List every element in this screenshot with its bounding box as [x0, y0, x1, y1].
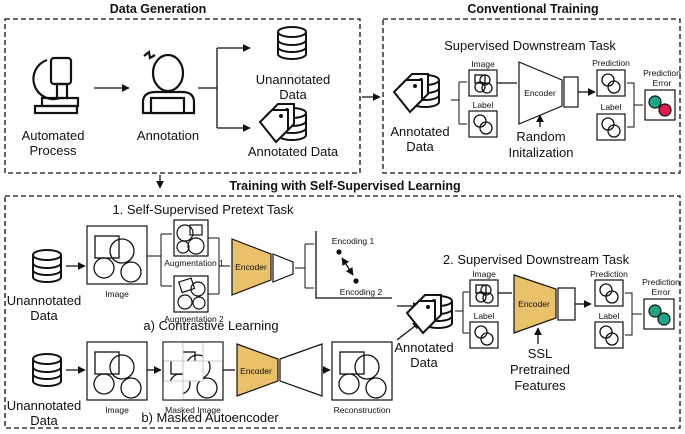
- ds-head: [557, 287, 576, 321]
- contrastive-title: a) Contrastive Learning: [143, 318, 278, 333]
- mae-image-label: Image: [105, 405, 129, 415]
- conv-error-green-circle: [648, 95, 662, 109]
- conv-error-red-circle: [658, 103, 672, 117]
- conventional-title: Conventional Training: [467, 2, 598, 16]
- unannotated-label-1: Unannotated: [256, 72, 330, 87]
- cl-out-bracket: [295, 243, 314, 289]
- cl-merge-bracket: [208, 237, 230, 295]
- mae-image-box: [86, 341, 148, 401]
- ds-annotated-2: Data: [410, 355, 438, 370]
- ds-label-label: Label: [474, 311, 495, 321]
- ssl-title: Training with Self-Supervised Learning: [229, 179, 460, 193]
- cl-latent-axes: [315, 231, 392, 299]
- conv-encoder-label: Encoder: [524, 88, 556, 98]
- conv-task-title: Supervised Downstream Task: [444, 38, 616, 53]
- aug2-label: Augmentation 2: [164, 314, 224, 324]
- ds-prediction-label: Prediction: [590, 269, 628, 279]
- cl-unannotated-2: Data: [30, 308, 58, 323]
- automated-process-label-1: Automated: [22, 128, 85, 143]
- mae-encoder: [236, 343, 279, 397]
- recon-label: Reconstruction: [334, 405, 391, 415]
- ds-compare-bracket: [625, 292, 642, 336]
- masked-image-border: [162, 341, 224, 401]
- ssl-features-3: Features: [514, 378, 566, 393]
- cl-encoder: [231, 238, 272, 296]
- conv-compare-bracket: [627, 82, 643, 128]
- mae-encoder-label: Encoder: [240, 366, 272, 376]
- automated-process-label-2: Process: [30, 143, 77, 158]
- recon-shapes: [338, 351, 387, 399]
- conv-annotated-2: Data: [406, 139, 434, 154]
- aug2-shapes: [177, 277, 206, 310]
- ds-encoder-label: Encoder: [518, 299, 550, 309]
- mae-image-shapes: [93, 351, 142, 399]
- mae-title: b) Masked Autoencoder: [141, 410, 279, 425]
- annotated-data-label: Annotated Data: [248, 144, 339, 159]
- mae-decoder: [279, 343, 323, 397]
- cl-projection-head: [272, 253, 294, 283]
- ds-input-bracket: [455, 291, 469, 334]
- conv-label-label: Label: [473, 100, 494, 110]
- conventional-box: [382, 18, 681, 174]
- ssl-box: [4, 195, 681, 429]
- mae-unannotated-2: Data: [30, 413, 58, 428]
- conv-random-2: Initalization: [508, 145, 573, 160]
- microscope-icon: [32, 56, 80, 115]
- conv-image-label: Image: [471, 59, 495, 69]
- cl-image-shapes: [93, 235, 142, 283]
- cl-aug-bracket: [147, 233, 172, 287]
- conv-label2-label: Label: [601, 102, 622, 112]
- enc1-label: Encoding 1: [332, 236, 375, 246]
- enc2-label: Encoding 2: [340, 287, 383, 297]
- annotation-label: Annotation: [137, 128, 199, 143]
- mask-patches: [162, 341, 224, 401]
- cl-unannotated-1: Unannotated: [7, 293, 81, 308]
- conv-annotated-1: Annotated: [390, 124, 449, 139]
- conv-error-1: Prediction: [643, 68, 681, 78]
- pretext-title: 1. Self-Supervised Pretext Task: [112, 202, 294, 217]
- cl-image-label: Image: [105, 289, 129, 299]
- mae-unannotated-1: Unannotated: [7, 398, 81, 413]
- annotator-icon: [141, 49, 196, 115]
- conv-head: [563, 76, 579, 108]
- unannotated-label-2: Data: [279, 87, 307, 102]
- enc2-point: [353, 278, 359, 284]
- recon-box: [331, 341, 393, 401]
- aug1-label: Augmentation 1: [164, 258, 224, 268]
- enc-distance-arrow: [341, 257, 354, 276]
- enc1-point: [336, 249, 342, 255]
- ds-error-2: Error: [652, 287, 671, 297]
- ds-image-label: Image: [472, 269, 496, 279]
- ds-label2-label: Label: [599, 311, 620, 321]
- unannotated-db-icon: [277, 26, 307, 60]
- conv-error-2: Error: [653, 78, 672, 88]
- cl-db-icon: [32, 249, 62, 283]
- downstream-title: 2. Supervised Downstream Task: [443, 252, 630, 267]
- conv-input-bracket: [451, 81, 467, 125]
- ds-error-green-circle-2: [657, 312, 671, 326]
- ds-encoder: [513, 274, 557, 334]
- ds-annotated-1: Annotated: [394, 340, 453, 355]
- aug1-shapes: [176, 224, 205, 255]
- data-generation-title: Data Generation: [110, 2, 207, 16]
- conv-encoder: [518, 61, 563, 125]
- conv-prediction-label: Prediction: [592, 58, 630, 68]
- ds-error-1: Prediction: [642, 277, 680, 287]
- cl-encoder-label: Encoder: [235, 262, 267, 272]
- conv-random-1: Random: [516, 129, 565, 144]
- ds-error-green-circle-1: [648, 304, 662, 318]
- data-generation-box: [4, 18, 361, 174]
- cl-image-box: [86, 225, 148, 285]
- ssl-features-1: SSL: [528, 346, 553, 361]
- ssl-features-2: Pretrained: [510, 362, 570, 377]
- masked-image-label: Masked Image: [165, 405, 221, 415]
- mae-db-icon: [32, 353, 62, 387]
